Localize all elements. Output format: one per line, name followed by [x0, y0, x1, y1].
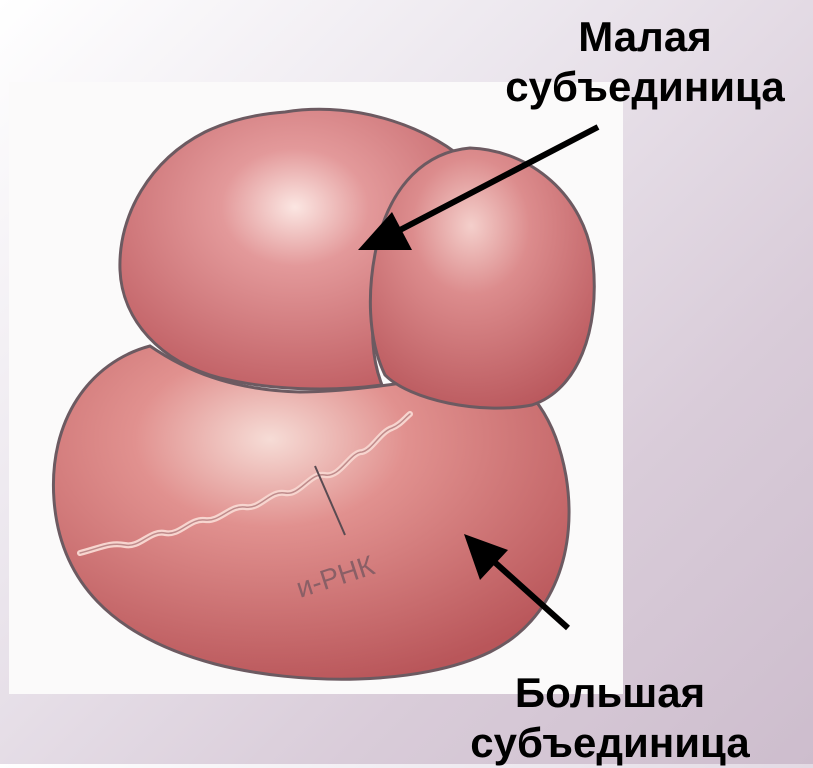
large-subunit-label: Большая субъединица — [445, 668, 775, 768]
large-subunit-label-line1: Большая — [445, 668, 775, 718]
small-subunit-label: Малая субъединица — [480, 12, 810, 112]
small-subunit-label-line1: Малая — [480, 12, 810, 62]
small-subunit-label-line2: субъединица — [480, 62, 810, 112]
large-subunit-label-line2: субъединица — [445, 718, 775, 768]
